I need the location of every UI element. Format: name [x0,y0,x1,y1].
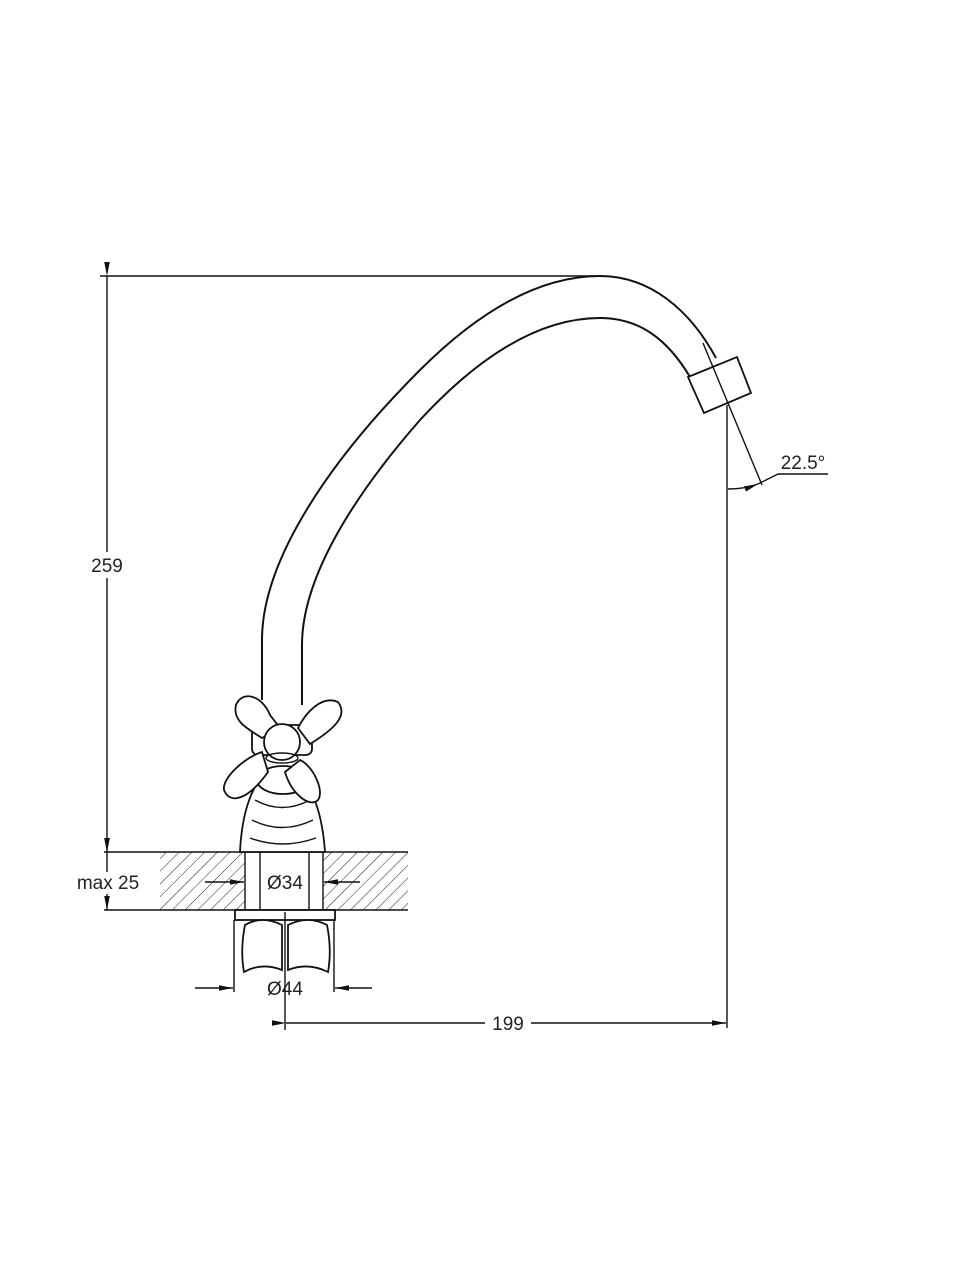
reach-label: 199 [492,1014,524,1035]
reach-dimension: 199 [272,912,726,1035]
aerator [686,355,753,415]
hole-diameter-label: Ø34 [267,873,303,894]
handle-cap [263,723,301,761]
countertop-section: max 25 [77,838,408,911]
spout [261,274,753,705]
max-thickness-label: max 25 [77,873,139,894]
cross-handle[interactable] [223,695,343,804]
height-label: 259 [91,556,123,577]
angle-label: 22.5° [781,453,826,474]
hole-diameter-dimension: Ø34 [205,873,360,894]
height-dimension: 259 [86,262,600,852]
angle-dimension: 22.5° [702,342,828,1028]
base-diameter-dimension: Ø44 [195,920,372,1000]
